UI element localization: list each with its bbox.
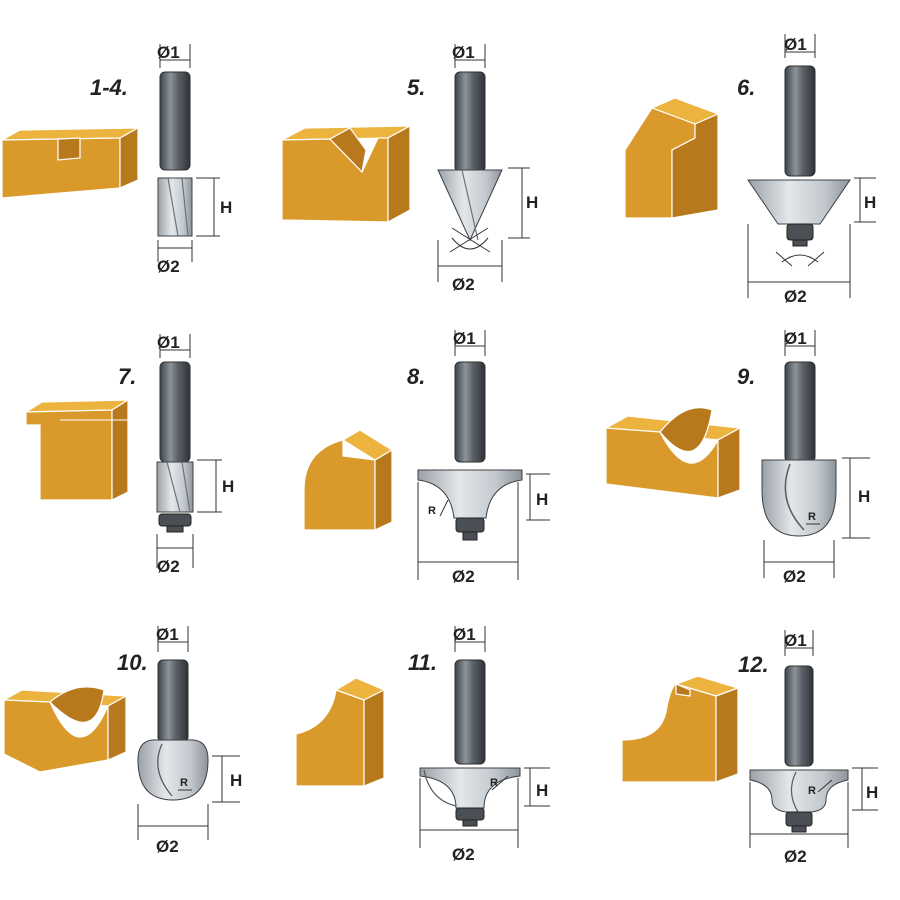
label-diameter-1: Ø1 [784,35,807,54]
wood-block-round-over [303,429,394,531]
round-nose-router-bit [137,659,209,801]
rounding-over-router-bit [417,361,523,541]
label-height: H [220,198,232,217]
label-diameter-1: Ø1 [453,329,476,348]
dimension-lines [747,34,876,298]
label-diameter-2: Ø2 [157,257,180,276]
label-diameter-1: Ø1 [784,329,807,348]
label-height: H [222,477,234,496]
label-radius: R [808,785,816,797]
bit-number: 5. [407,75,425,100]
label-radius: R [490,777,498,789]
bit-item-1-4: 1-4. Ø1 H Ø2 [1,43,232,276]
label-diameter-2: Ø2 [156,837,179,856]
dimension-lines [749,630,878,848]
label-height: H [536,781,548,800]
bit-item-12: 12. Ø1 H Ø2 R [621,630,878,866]
dimension-lines [156,334,222,568]
label-radius: R [180,777,188,789]
label-diameter-1: Ø1 [453,625,476,644]
bit-item-8: 8. Ø1 H Ø2 R [303,329,550,586]
label-height: H [526,193,538,212]
wood-block-rebate [23,398,131,501]
bit-item-5: 5. Ø1 H Ø2 [281,43,538,294]
wood-block-chamfer [624,97,720,219]
dimension-lines [763,330,870,578]
dimension-lines [157,44,220,262]
wood-block-ogee [621,675,740,783]
bit-item-7: 7. Ø1 H Ø2 [23,333,234,576]
label-diameter-2: Ø2 [784,287,807,306]
label-diameter-2: Ø2 [452,567,475,586]
label-diameter-2: Ø2 [784,847,807,866]
label-radius: R [428,505,436,517]
dimension-lines [437,44,530,282]
label-radius: R [808,511,816,523]
v-groove-router-bit [437,71,503,242]
label-height: H [866,783,878,802]
bit-item-9: 9. Ø1 H Ø2 R [604,329,870,586]
wood-block-half-round-groove [1,686,129,773]
bit-number: 9. [737,364,755,389]
bit-number: 1-4. [90,75,128,100]
flush-trim-router-bit [156,361,194,533]
wood-block-cove-groove [604,407,742,499]
cove-router-bit [419,659,521,827]
label-diameter-2: Ø2 [157,557,180,576]
dimension-lines [419,626,550,848]
bit-item-10: 10. Ø1 H Ø2 R [1,625,242,856]
bit-number: 7. [118,364,136,389]
dimension-lines [137,626,240,840]
straight-router-bit [157,71,193,237]
chamfer-router-bit [747,65,851,247]
label-diameter-2: Ø2 [783,567,806,586]
label-height: H [858,487,870,506]
bit-number: 8. [407,364,425,389]
label-height: H [536,490,548,509]
core-box-router-bit [761,361,837,537]
wood-block-cove [295,677,386,787]
bit-number: 11. [408,650,437,675]
bit-item-6: 6. Ø1 H Ø2 [624,34,876,306]
label-diameter-1: Ø1 [157,43,180,62]
label-height: H [230,771,242,790]
label-height: H [864,193,876,212]
label-diameter-2: Ø2 [452,845,475,864]
label-diameter-1: Ø1 [452,43,475,62]
label-diameter-2: Ø2 [452,275,475,294]
wood-block-groove [1,126,139,199]
bit-number: 10. [117,650,148,675]
label-diameter-1: Ø1 [157,333,180,352]
bit-number: 12. [738,652,769,677]
roman-ogee-router-bit [749,665,849,833]
wood-block-v-groove [281,124,411,224]
bit-number: 6. [737,75,755,100]
bit-item-11: 11. Ø1 H Ø2 R [295,625,550,864]
dimension-lines [417,330,550,580]
label-diameter-1: Ø1 [784,631,807,650]
label-diameter-1: Ø1 [156,625,179,644]
